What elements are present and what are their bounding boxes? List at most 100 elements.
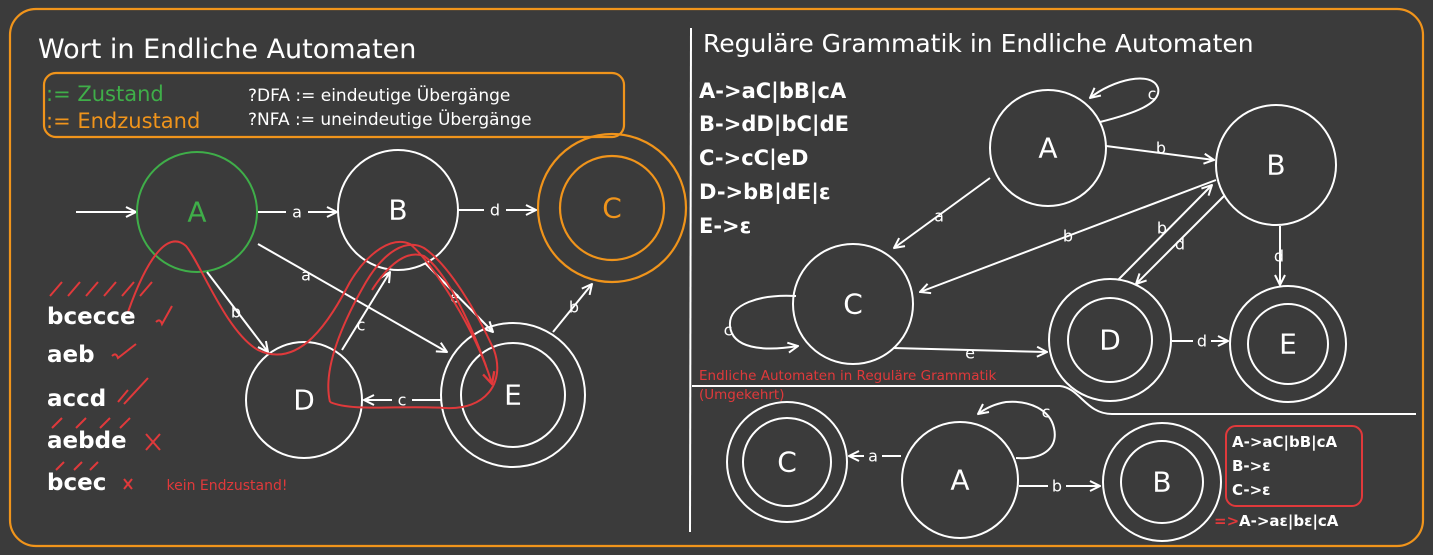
lower-heading: Endliche Automaten in Reguläre Grammatik <box>699 368 997 384</box>
left-state-a-circle <box>136 151 258 273</box>
left-edge-e-d-label: c <box>398 391 407 410</box>
legend-nfa: ?NFA := uneindeutige Übergänge <box>248 108 532 130</box>
left-state-c-inner <box>558 154 666 262</box>
vertical-divider <box>689 27 692 533</box>
board-frame <box>8 7 1425 548</box>
right-state-b-circle <box>1215 104 1337 226</box>
trace-path-2 <box>327 243 499 410</box>
lower-state-c-label: C <box>777 446 797 479</box>
lower-state-a-circle <box>901 421 1019 539</box>
legend-endzustand: := Endzustand <box>46 109 200 133</box>
right-edge-d-b <box>1117 185 1212 281</box>
legend-box <box>42 71 626 139</box>
left-state-d-circle <box>245 341 363 459</box>
lower-state-c-inner <box>742 417 832 507</box>
lower-rule-1: A->aC|bB|cA <box>1232 433 1338 452</box>
right-state-c-circle <box>792 243 914 365</box>
word-3: accd <box>47 386 106 412</box>
right-state-e-inner <box>1247 303 1329 385</box>
right-edge-b-d <box>1136 195 1225 284</box>
right-edge-a-a <box>1090 77 1160 123</box>
lower-state-b-outer <box>1102 422 1222 542</box>
lower-rules: A->aC|bB|cA B->ε C->ε <box>1232 433 1338 499</box>
word-5: bcec <box>47 470 106 496</box>
right-title: Reguläre Grammatik in Endliche Automaten <box>703 29 1254 58</box>
check-icon <box>117 377 149 405</box>
lower-rule-3: C->ε <box>1232 481 1271 499</box>
right-edge-a-c <box>894 177 991 248</box>
lower-subheading: (Umgekehrt) <box>699 387 784 403</box>
left-state-e-outer <box>440 322 586 468</box>
right-edge-b-c-label: b <box>1063 227 1073 246</box>
left-state-a-label: A <box>187 196 206 229</box>
right-edge-a-a-label: c <box>1148 85 1157 104</box>
grammar-rule-2: B->dD|bC|dE <box>699 112 849 137</box>
right-edge-c-d-label: e <box>965 344 975 363</box>
left-edge-e-c <box>552 284 592 333</box>
left-state-e-inner <box>460 342 566 448</box>
result-rule: A->aε|bε|cA <box>1239 512 1339 531</box>
grammar-rule-1: A->aC|bB|cA <box>699 79 847 104</box>
right-state-c-label: C <box>843 288 863 321</box>
strike-marks-word-5 <box>55 461 99 471</box>
result-arrow: => <box>1214 512 1239 530</box>
section-divider <box>692 385 1416 415</box>
legend-zustand: := Zustand <box>46 82 164 106</box>
grammar-rule-5: E->ε <box>699 214 751 238</box>
grammar-rules: A->aC|bB|cA B->dD|bC|dE C->cC|eD D->bB|d… <box>699 79 849 238</box>
left-state-c-outer <box>536 132 688 284</box>
left-state-e-label: E <box>504 379 522 412</box>
right-state-a-circle <box>989 89 1107 207</box>
right-edge-d-e-label: d <box>1197 332 1207 351</box>
check-icon <box>111 343 137 360</box>
right-state-d-label: D <box>1099 324 1121 357</box>
left-title: Wort in Endliche Automaten <box>38 34 416 65</box>
right-edge-a-b <box>1105 145 1214 160</box>
lower-rule-2: B->ε <box>1232 457 1271 475</box>
trace-path-1 <box>127 240 492 384</box>
left-edge-d-b-label: c <box>357 316 366 335</box>
word-1: bcecce <box>47 304 136 330</box>
left-edge-b-e-a-label: a <box>301 266 311 285</box>
left-state-c-label: C <box>602 192 622 225</box>
left-edge-a-d <box>206 271 268 352</box>
note-kein-endzustand: kein Endzustand! <box>167 478 288 494</box>
right-state-e-outer <box>1229 285 1347 403</box>
grammar-rule-3: C->cC|eD <box>699 146 808 171</box>
right-edge-c-c <box>728 294 798 349</box>
trace-path-3 <box>371 253 487 367</box>
right-edge-c-c-label: c <box>724 321 733 340</box>
word-2: aeb <box>47 342 95 368</box>
check-icon <box>155 305 173 327</box>
right-edge-b-d-label: d <box>1175 235 1185 254</box>
cross-icon <box>123 478 133 490</box>
lower-state-c-outer <box>726 401 848 523</box>
lower-edge-a-a-label: c <box>1042 403 1051 422</box>
lower-edge-a-a <box>978 400 1056 460</box>
right-edge-a-c-label: a <box>934 207 944 226</box>
right-state-b-label: B <box>1266 149 1285 182</box>
strike-marks-word-1 <box>49 281 153 297</box>
strike-marks-word-4 <box>51 417 131 429</box>
right-edge-b-c <box>920 179 1217 292</box>
left-edge-a-d-label: b <box>231 303 241 322</box>
lower-state-b-inner <box>1120 440 1204 524</box>
left-edge-d-b <box>341 272 390 351</box>
right-state-a-label: A <box>1038 132 1057 165</box>
legend-dfa: ?DFA := eindeutige Übergänge <box>248 84 510 106</box>
word-4: aebde <box>47 428 127 454</box>
lower-edge-a-c-label: a <box>868 447 878 466</box>
left-edge-b-c-label: d <box>490 201 500 220</box>
left-state-d-label: D <box>293 384 315 417</box>
left-state-b-label: B <box>388 194 407 227</box>
left-edge-b-e-a <box>257 243 447 352</box>
right-state-d-inner <box>1067 297 1153 383</box>
lower-rules-box <box>1225 425 1363 507</box>
right-state-d-outer <box>1048 278 1172 402</box>
lower-state-b-label: B <box>1152 466 1171 499</box>
grammar-rule-4: D->bB|dE|ε <box>699 180 831 205</box>
word-list: bcecce aeb accd aebde bcec <box>47 304 136 496</box>
right-edge-c-d <box>892 348 1047 352</box>
left-edge-e-c-label: b <box>569 298 579 317</box>
